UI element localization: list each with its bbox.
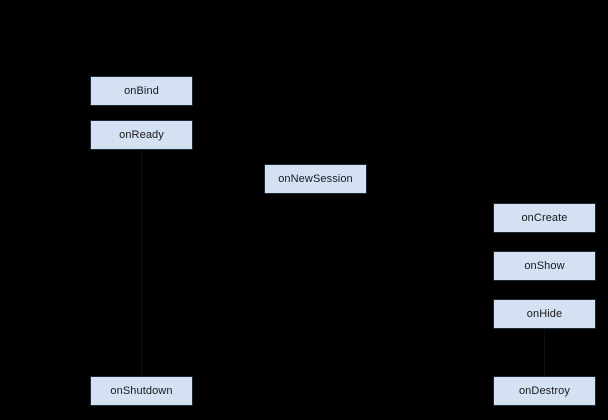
- node-onNewSession[interactable]: onNewSession: [264, 164, 367, 194]
- node-onReady[interactable]: onReady: [90, 120, 193, 150]
- node-onCreate[interactable]: onCreate: [493, 203, 596, 233]
- connector-onReady-to-onShutdown: [141, 150, 142, 376]
- node-onBind[interactable]: onBind: [90, 76, 193, 106]
- node-onDestroy[interactable]: onDestroy: [493, 376, 596, 406]
- node-label: onShutdown: [110, 385, 173, 397]
- node-label: onCreate: [521, 212, 568, 224]
- node-label: onDestroy: [518, 385, 571, 397]
- node-label: onReady: [119, 129, 164, 141]
- node-label: onBind: [124, 85, 159, 97]
- node-onShow[interactable]: onShow: [493, 251, 596, 281]
- node-label: onShow: [524, 260, 565, 272]
- node-onHide[interactable]: onHide: [493, 299, 596, 329]
- node-label: onNewSession: [278, 173, 353, 185]
- node-onShutdown[interactable]: onShutdown: [90, 376, 193, 406]
- node-label: onHide: [526, 308, 563, 320]
- connector-onHide-to-onDestroy: [544, 329, 545, 376]
